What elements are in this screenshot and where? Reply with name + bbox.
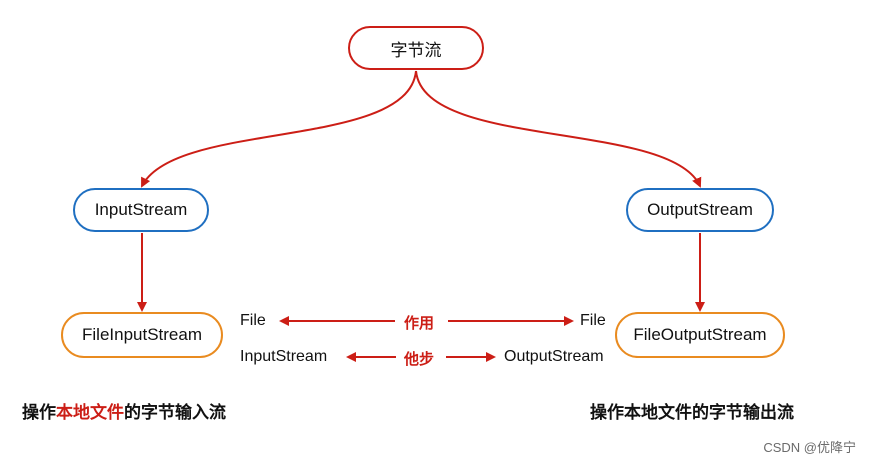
node-inputstream: InputStream: [73, 188, 209, 232]
caption-left-prefix: 操作: [22, 403, 56, 423]
relation-row2-left-label: InputStream: [240, 348, 328, 365]
relation-row1-left-label: File: [240, 312, 266, 329]
node-fileinputstream-label: FileInputStream: [82, 325, 202, 344]
relation-row1-middle-label: 作用: [404, 314, 435, 332]
caption-left-highlight: 本地文件: [56, 403, 124, 423]
caption-left: 操作本地文件的字节输入流: [22, 398, 226, 423]
node-byte-stream-label: 字节流: [390, 40, 442, 60]
node-outputstream: OutputStream: [626, 188, 774, 232]
node-byte-stream: 字节流: [348, 26, 484, 70]
node-fileoutputstream: FileOutputStream: [615, 312, 785, 358]
relation-row2-middle-label: 他步: [404, 350, 435, 368]
node-outputstream-label: OutputStream: [647, 200, 753, 219]
relation-row2-right-label: OutputStream: [504, 348, 604, 365]
node-fileinputstream: FileInputStream: [61, 312, 223, 358]
caption-right: 操作本地文件的字节输出流: [590, 403, 794, 423]
node-fileoutputstream-label: FileOutputStream: [633, 325, 767, 344]
edge-root-to-inputstream: [141, 70, 417, 188]
caption-left-suffix: 的字节输入流: [124, 403, 226, 423]
node-inputstream-label: InputStream: [94, 200, 188, 219]
edge-root-to-outputstream: [415, 70, 702, 188]
csdn-watermark: CSDN @优降宁: [763, 440, 856, 455]
relation-row1-right-label: File: [580, 312, 606, 329]
